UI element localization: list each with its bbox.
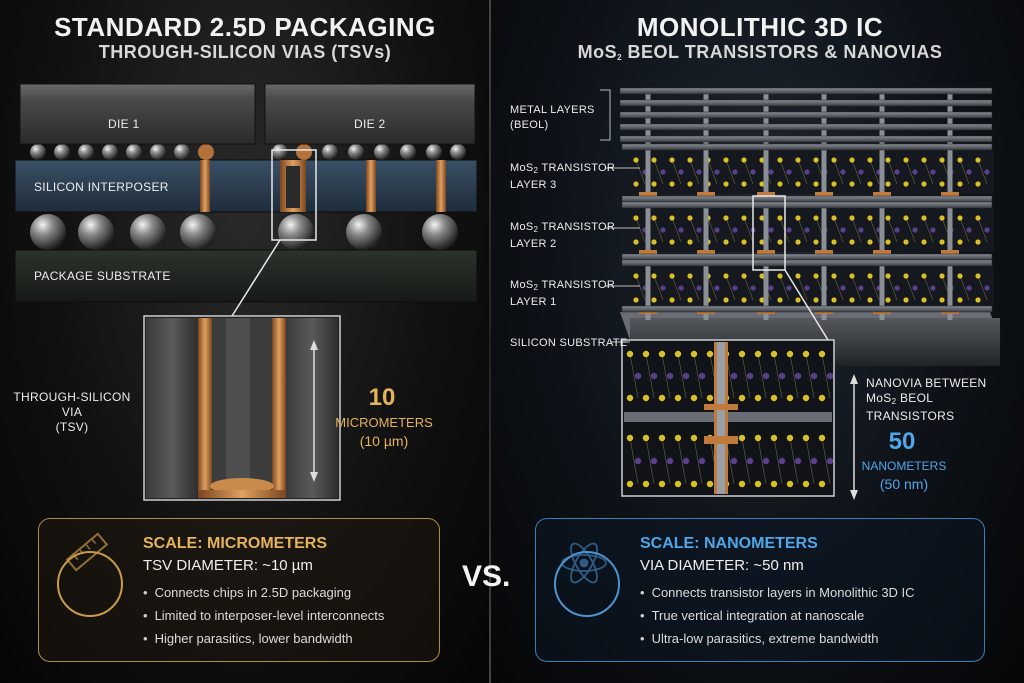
nanovia-sub2: 2 bbox=[891, 397, 897, 406]
metal-layer-plate bbox=[619, 87, 993, 95]
tsv-label-line1: THROUGH-SILICON VIA bbox=[13, 390, 131, 419]
layer3-line2: LAYER 3 bbox=[510, 179, 557, 191]
metal-layer-plate bbox=[619, 111, 993, 119]
left-subtitle: THROUGH-SILICON VIAS (TSVs) bbox=[98, 42, 392, 62]
label-leader-lines bbox=[600, 89, 640, 343]
tsv-label-line2: (TSV) bbox=[55, 420, 89, 434]
tsv-zoom-inset bbox=[143, 315, 341, 501]
layer2-rest: TRANSISTOR bbox=[538, 221, 616, 233]
layer1-mos: MoS bbox=[510, 279, 534, 291]
metal-layer-plate bbox=[619, 135, 993, 143]
nanovia-mos: MoS bbox=[866, 391, 892, 405]
layer-stack bbox=[619, 87, 994, 320]
solder-balls bbox=[30, 214, 458, 250]
layer2-line2: LAYER 2 bbox=[510, 238, 557, 250]
silicon-interposer bbox=[14, 159, 478, 213]
nanovia-rest: BEOL TRANSISTORS bbox=[866, 391, 955, 423]
subtitle-rest: BEOL TRANSISTORS & NANOVIAS bbox=[622, 42, 943, 62]
layer-1-label: MoS2 TRANSISTOR LAYER 1 bbox=[510, 278, 615, 310]
list-item: True vertical integration at nanoscale bbox=[640, 604, 915, 627]
substrate-label: PACKAGE SUBSTRATE bbox=[34, 269, 171, 283]
nanovia-zoom-inset bbox=[621, 339, 835, 497]
nanometer-scale-card: SCALE: NANOMETERS VIA DIAMETER: ~50 nm C… bbox=[535, 518, 985, 662]
layer3-rest: TRANSISTOR bbox=[538, 162, 616, 174]
dielectric-plate bbox=[621, 201, 993, 209]
atom-icon-ring bbox=[554, 551, 620, 617]
layer1-sub2: 2 bbox=[533, 283, 539, 292]
nanovia-line1: NANOVIA BETWEEN bbox=[866, 376, 987, 390]
die-2 bbox=[264, 83, 476, 145]
mos2-lattice-band bbox=[628, 266, 994, 310]
subtitle-sub2: 2 bbox=[617, 53, 623, 62]
layer1-rest: TRANSISTOR bbox=[538, 279, 616, 291]
ruler-icon-ring bbox=[57, 551, 123, 617]
tsv-highlight-box bbox=[271, 149, 317, 241]
die-2-label: DIE 2 bbox=[354, 117, 386, 131]
subtitle-mos: MoS bbox=[577, 42, 618, 62]
list-item: Ultra-low parasitics, extreme bandwidth bbox=[640, 627, 915, 650]
left-scale-number: 10 bbox=[368, 384, 396, 411]
right-scale-unit-abbrev: (50 nm) bbox=[879, 476, 929, 492]
nanovia-highlight-box bbox=[752, 195, 786, 271]
right-card-subheading: VIA DIAMETER: ~50 nm bbox=[640, 557, 804, 574]
right-card-heading: SCALE: NANOMETERS bbox=[640, 535, 818, 552]
micrometer-scale-arrow bbox=[310, 340, 318, 482]
micrometer-scale-card: SCALE: MICROMETERS TSV DIAMETER: ~10 µm … bbox=[38, 518, 440, 662]
interposer-label: SILICON INTERPOSER bbox=[34, 180, 169, 194]
list-item: Connects chips in 2.5D packaging bbox=[143, 581, 384, 604]
dielectric-plate bbox=[621, 259, 993, 267]
right-scale-number: 50 bbox=[888, 428, 916, 455]
dielectric-plate bbox=[621, 253, 993, 261]
metal-layer-plate bbox=[619, 99, 993, 107]
die-1-label: DIE 1 bbox=[108, 117, 140, 131]
layer-3-label: MoS2 TRANSISTOR LAYER 3 bbox=[510, 161, 615, 193]
layer-2-label: MoS2 TRANSISTOR LAYER 2 bbox=[510, 220, 615, 252]
list-item: Higher parasitics, lower bandwidth bbox=[143, 627, 384, 650]
left-card-bullets: Connects chips in 2.5D packaging Limited… bbox=[143, 581, 385, 650]
panel-divider bbox=[489, 0, 491, 683]
right-scale-unit: NANOMETERS (50 nm) bbox=[854, 457, 954, 493]
metal-label-line1: METAL LAYERS bbox=[510, 104, 595, 116]
layer3-mos: MoS bbox=[510, 162, 534, 174]
vs-label: VS. bbox=[462, 560, 511, 593]
nanometer-scale-arrow bbox=[850, 374, 858, 500]
right-subtitle: MoS2 BEOL TRANSISTORS & NANOVIAS bbox=[530, 42, 990, 63]
microbumps bbox=[30, 144, 466, 160]
layer2-mos: MoS bbox=[510, 221, 534, 233]
left-scale-unit-abbrev: (10 µm) bbox=[359, 433, 409, 449]
metal-label-line2: (BEOL) bbox=[510, 119, 549, 131]
metal-layers-label: METAL LAYERS (BEOL) bbox=[510, 103, 595, 133]
metal-layer-plate bbox=[619, 123, 993, 131]
list-item: Limited to interposer-level interconnect… bbox=[143, 604, 385, 627]
right-card-bullets: Connects transistor layers in Monolithic… bbox=[640, 581, 915, 650]
mos2-lattice-band bbox=[628, 208, 994, 252]
left-scale-unit: MICROMETERS (10 µm) bbox=[334, 414, 434, 450]
die-1 bbox=[19, 83, 256, 145]
left-scale-unit-word: MICROMETERS bbox=[335, 415, 433, 430]
tsv-label: THROUGH-SILICON VIA (TSV) bbox=[12, 390, 132, 435]
right-title: MONOLITHIC 3D IC bbox=[636, 12, 884, 42]
nanovia-label: NANOVIA BETWEEN MoS2 BEOL TRANSISTORS bbox=[866, 376, 1024, 424]
layer1-line2: LAYER 1 bbox=[510, 296, 557, 308]
dielectric-plate bbox=[621, 143, 993, 151]
list-item: Connects transistor layers in Monolithic… bbox=[640, 581, 915, 604]
layer3-sub2: 2 bbox=[533, 166, 539, 175]
dielectric-plate bbox=[621, 195, 993, 203]
nanovia-callout-line bbox=[784, 269, 829, 341]
left-title: STANDARD 2.5D PACKAGING bbox=[54, 12, 436, 42]
mos2-lattice-band bbox=[628, 150, 994, 194]
left-card-subheading: TSV DIAMETER: ~10 µm bbox=[143, 557, 313, 574]
silicon-substrate-label: SILICON SUBSTRATE bbox=[510, 337, 628, 349]
left-card-heading: SCALE: MICROMETERS bbox=[143, 535, 327, 552]
tsv-callout-line bbox=[231, 239, 281, 317]
right-scale-unit-word: NANOMETERS bbox=[861, 459, 947, 473]
layer2-sub2: 2 bbox=[533, 225, 539, 234]
